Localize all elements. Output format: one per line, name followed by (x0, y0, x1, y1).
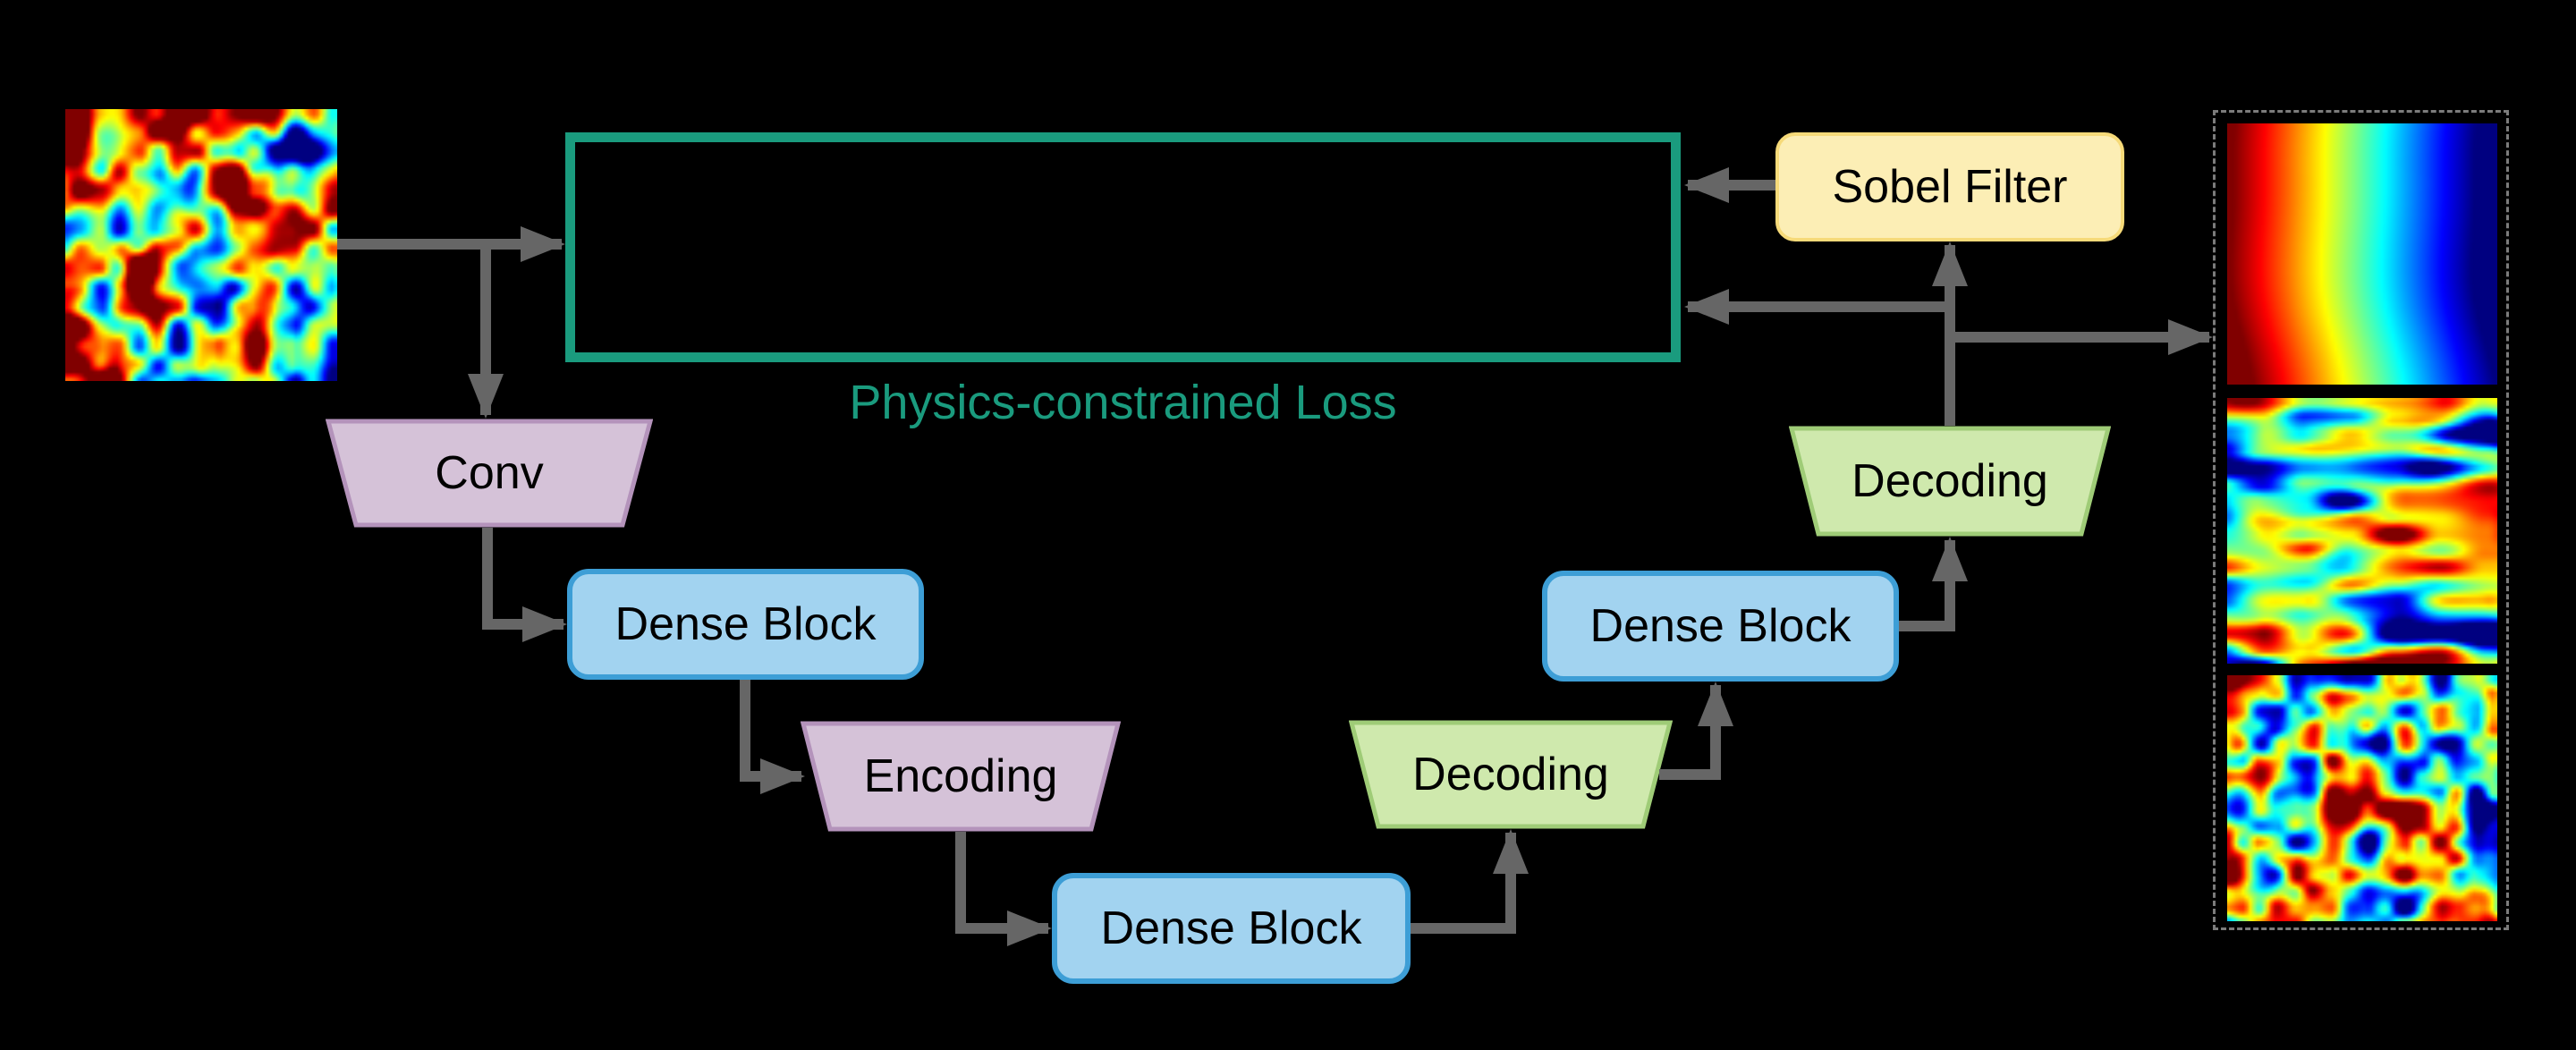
dense-block-3: Dense Block (1542, 571, 1899, 682)
arrow-decoding1-to-dense3 (1659, 682, 1733, 780)
sobel-filter-label: Sobel Filter (1832, 161, 2068, 213)
dense-block-2-label: Dense Block (1100, 902, 1362, 954)
arrow-dense3-to-decoding2 (1899, 537, 1968, 631)
dense-block-2: Dense Block (1052, 873, 1411, 984)
arrow-dense1-to-encoding (740, 680, 805, 794)
output-streaks-image (2227, 398, 2497, 664)
encoding-trapezoid: Encoding (801, 721, 1121, 832)
encoding-label: Encoding (863, 750, 1058, 802)
output-panel (2213, 110, 2509, 930)
decoding-trapezoid-1-shape (1349, 720, 1673, 829)
arrow-dense2-to-decoding1 (1411, 829, 1529, 934)
decoding-1-label: Decoding (1412, 749, 1609, 800)
input-field-image (65, 109, 337, 381)
arrow-encoding-to-dense2 (955, 832, 1052, 946)
physics-loss-label: Physics-constrained Loss (849, 376, 1397, 429)
conv-trapezoid: Conv (326, 419, 653, 528)
sobel-filter-box: Sobel Filter (1775, 132, 2124, 241)
arrow-conv-to-dense1 (482, 528, 567, 642)
physics-loss-box (565, 132, 1681, 362)
output-noise-image (2227, 675, 2497, 921)
conv-label: Conv (435, 447, 544, 499)
encoding-trapezoid-shape (801, 721, 1121, 832)
decoding-trapezoid-2-shape (1789, 426, 2111, 537)
dense-block-1-label: Dense Block (614, 598, 877, 650)
dense-block-1: Dense Block (567, 569, 924, 680)
decoding-trapezoid-1: Decoding (1349, 720, 1673, 829)
output-gradient-image (2227, 123, 2497, 385)
decoding-2-label: Decoding (1852, 455, 2048, 507)
dense-block-3-label: Dense Block (1589, 600, 1852, 652)
conv-trapezoid-shape (326, 419, 653, 528)
decoding-trapezoid-2: Decoding (1789, 426, 2111, 537)
